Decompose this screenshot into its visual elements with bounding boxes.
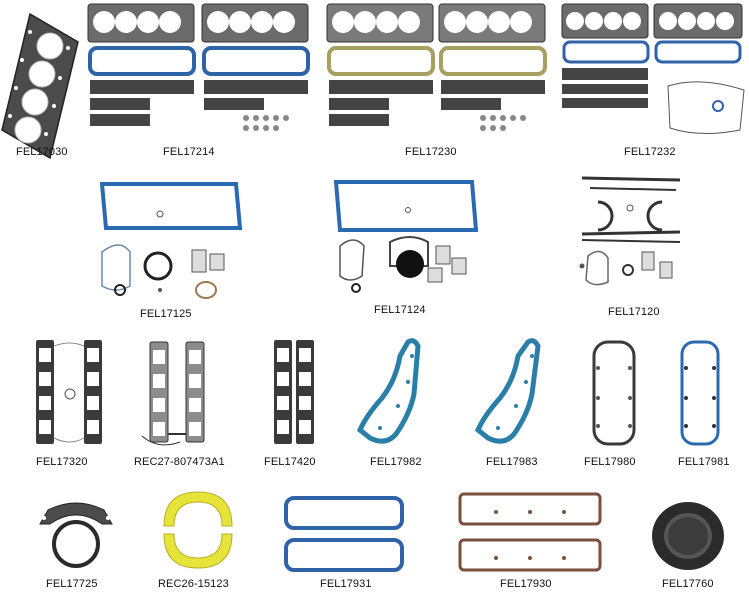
part-number-label: FEL17931 <box>320 578 372 590</box>
part-fel17320[interactable]: FEL17320 <box>30 338 110 474</box>
part-fel17980[interactable]: FEL17980 <box>584 338 654 474</box>
part-fel17982[interactable]: FEL17982 <box>352 336 462 474</box>
valve-cover-gasket-image <box>356 338 421 444</box>
part-fel17725[interactable]: FEL17725 <box>36 492 126 592</box>
head-gasket-pair <box>87 3 309 43</box>
part-rec27-807473a1[interactable]: REC27-807473A1 <box>130 338 250 474</box>
part-number-label: FEL17760 <box>662 578 714 590</box>
intake-manifold-gasket-image <box>141 341 205 446</box>
intake-manifold-gasket-image <box>274 340 314 444</box>
part-number-label: FEL17983 <box>486 456 538 468</box>
full-gasket-set-image <box>87 3 310 131</box>
part-fel17030[interactable]: FEL17030 <box>0 12 80 162</box>
part-fel17120[interactable]: FEL17120 <box>576 172 696 322</box>
part-number-label: FEL17125 <box>140 308 192 320</box>
valve-cover-gasket-image <box>592 340 636 446</box>
part-fel17124[interactable]: FEL17124 <box>332 176 482 324</box>
valve-cover-gasket-image <box>680 340 720 446</box>
part-number-label: FEL17030 <box>16 146 68 158</box>
oil-pan-gasket-set-image <box>579 176 681 286</box>
part-number-label: FEL17120 <box>608 306 660 318</box>
part-fel17420[interactable]: FEL17420 <box>262 338 332 474</box>
part-fel17232[interactable]: FEL17232 <box>560 2 748 162</box>
part-number-label: REC27-807473A1 <box>134 456 225 468</box>
part-fel17230[interactable]: FEL17230 <box>325 2 555 162</box>
part-fel17214[interactable]: FEL17214 <box>86 2 316 162</box>
part-number-label: FEL17230 <box>405 146 457 158</box>
part-number-label: FEL17981 <box>678 456 730 468</box>
full-gasket-set-image <box>326 3 547 131</box>
part-number-label: FEL17232 <box>624 146 676 158</box>
part-number-label: FEL17124 <box>374 304 426 316</box>
part-fel17760[interactable]: FEL17760 <box>644 498 744 592</box>
intake-manifold-gasket-image <box>36 340 102 444</box>
part-number-label: FEL17982 <box>370 456 422 468</box>
valve-cover-gasket-image <box>474 338 541 444</box>
part-fel17930[interactable]: FEL17930 <box>456 490 606 592</box>
head-gasket-image <box>1 12 79 160</box>
part-fel17981[interactable]: FEL17981 <box>676 338 746 474</box>
part-number-label: FEL17980 <box>584 456 636 468</box>
valve-cover-gasket-pair-image <box>458 492 602 572</box>
part-number-label: FEL17214 <box>163 146 215 158</box>
part-number-label: FEL17930 <box>500 578 552 590</box>
part-number-label: FEL17725 <box>46 578 98 590</box>
part-fel17931[interactable]: FEL17931 <box>282 494 412 592</box>
rear-main-seal-image <box>652 502 724 570</box>
full-gasket-set-image <box>561 3 745 135</box>
oil-pan-gasket-set-image <box>99 182 243 299</box>
part-fel17983[interactable]: FEL17983 <box>468 336 578 474</box>
part-fel17125[interactable]: FEL17125 <box>96 178 246 326</box>
part-rec26-15123[interactable]: REC26-15123 <box>150 488 250 592</box>
crankshaft-seal-image <box>163 491 233 569</box>
part-number-label: FEL17320 <box>36 456 88 468</box>
part-number-label: REC26-15123 <box>158 578 229 590</box>
oil-pan-gasket-set-image <box>333 180 479 293</box>
part-number-label: FEL17420 <box>264 456 316 468</box>
rear-main-seal-image <box>39 502 113 568</box>
valve-cover-gasket-pair-image <box>284 496 404 572</box>
